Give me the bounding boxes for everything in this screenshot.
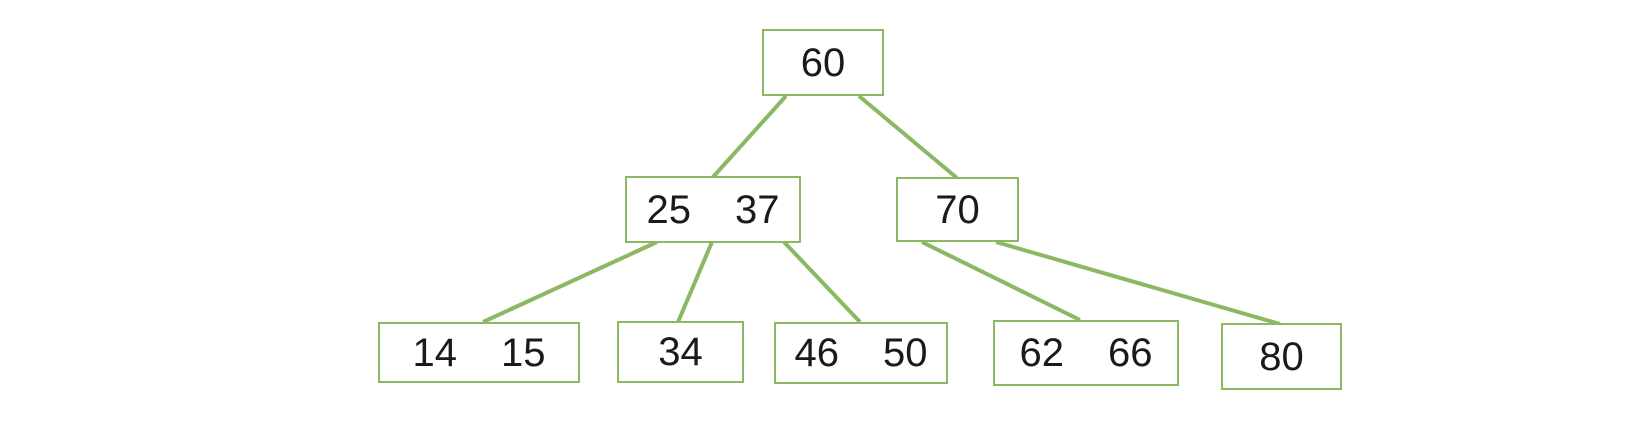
node-key-66: 66	[1108, 331, 1153, 375]
node-key-80: 80	[1259, 334, 1304, 379]
node-key-14: 14	[412, 330, 458, 375]
node-key-46: 46	[794, 331, 840, 375]
node-key-60: 60	[800, 40, 846, 85]
edge-60-to-25-37	[711, 94, 788, 179]
tree-node-70: 70	[896, 177, 1019, 242]
node-key-50: 50	[883, 331, 928, 375]
node-key-70: 70	[935, 187, 980, 232]
tree-node-62-66: 62 66	[993, 320, 1179, 386]
tree-node-46-50: 46 50	[774, 322, 948, 384]
edge-70-to-62-66	[921, 240, 1081, 322]
tree-node-60: 60	[762, 29, 884, 96]
tree-node-25-37: 25 37	[625, 176, 801, 243]
edge-70-to-80	[995, 240, 1281, 326]
node-key-25: 25	[646, 187, 692, 232]
node-key-15: 15	[501, 330, 546, 375]
tree-node-80: 80	[1221, 323, 1342, 390]
edge-60-to-70	[857, 94, 959, 180]
edge-25-37-to-14-15	[482, 240, 658, 324]
tree-node-14-15: 14 15	[378, 322, 580, 383]
edge-25-37-to-34	[676, 241, 714, 323]
tree-node-34: 34	[617, 321, 744, 383]
node-key-37: 37	[735, 187, 780, 232]
node-key-34: 34	[658, 330, 703, 374]
node-key-62: 62	[1019, 331, 1065, 375]
edge-25-37-to-46-50	[782, 240, 862, 324]
